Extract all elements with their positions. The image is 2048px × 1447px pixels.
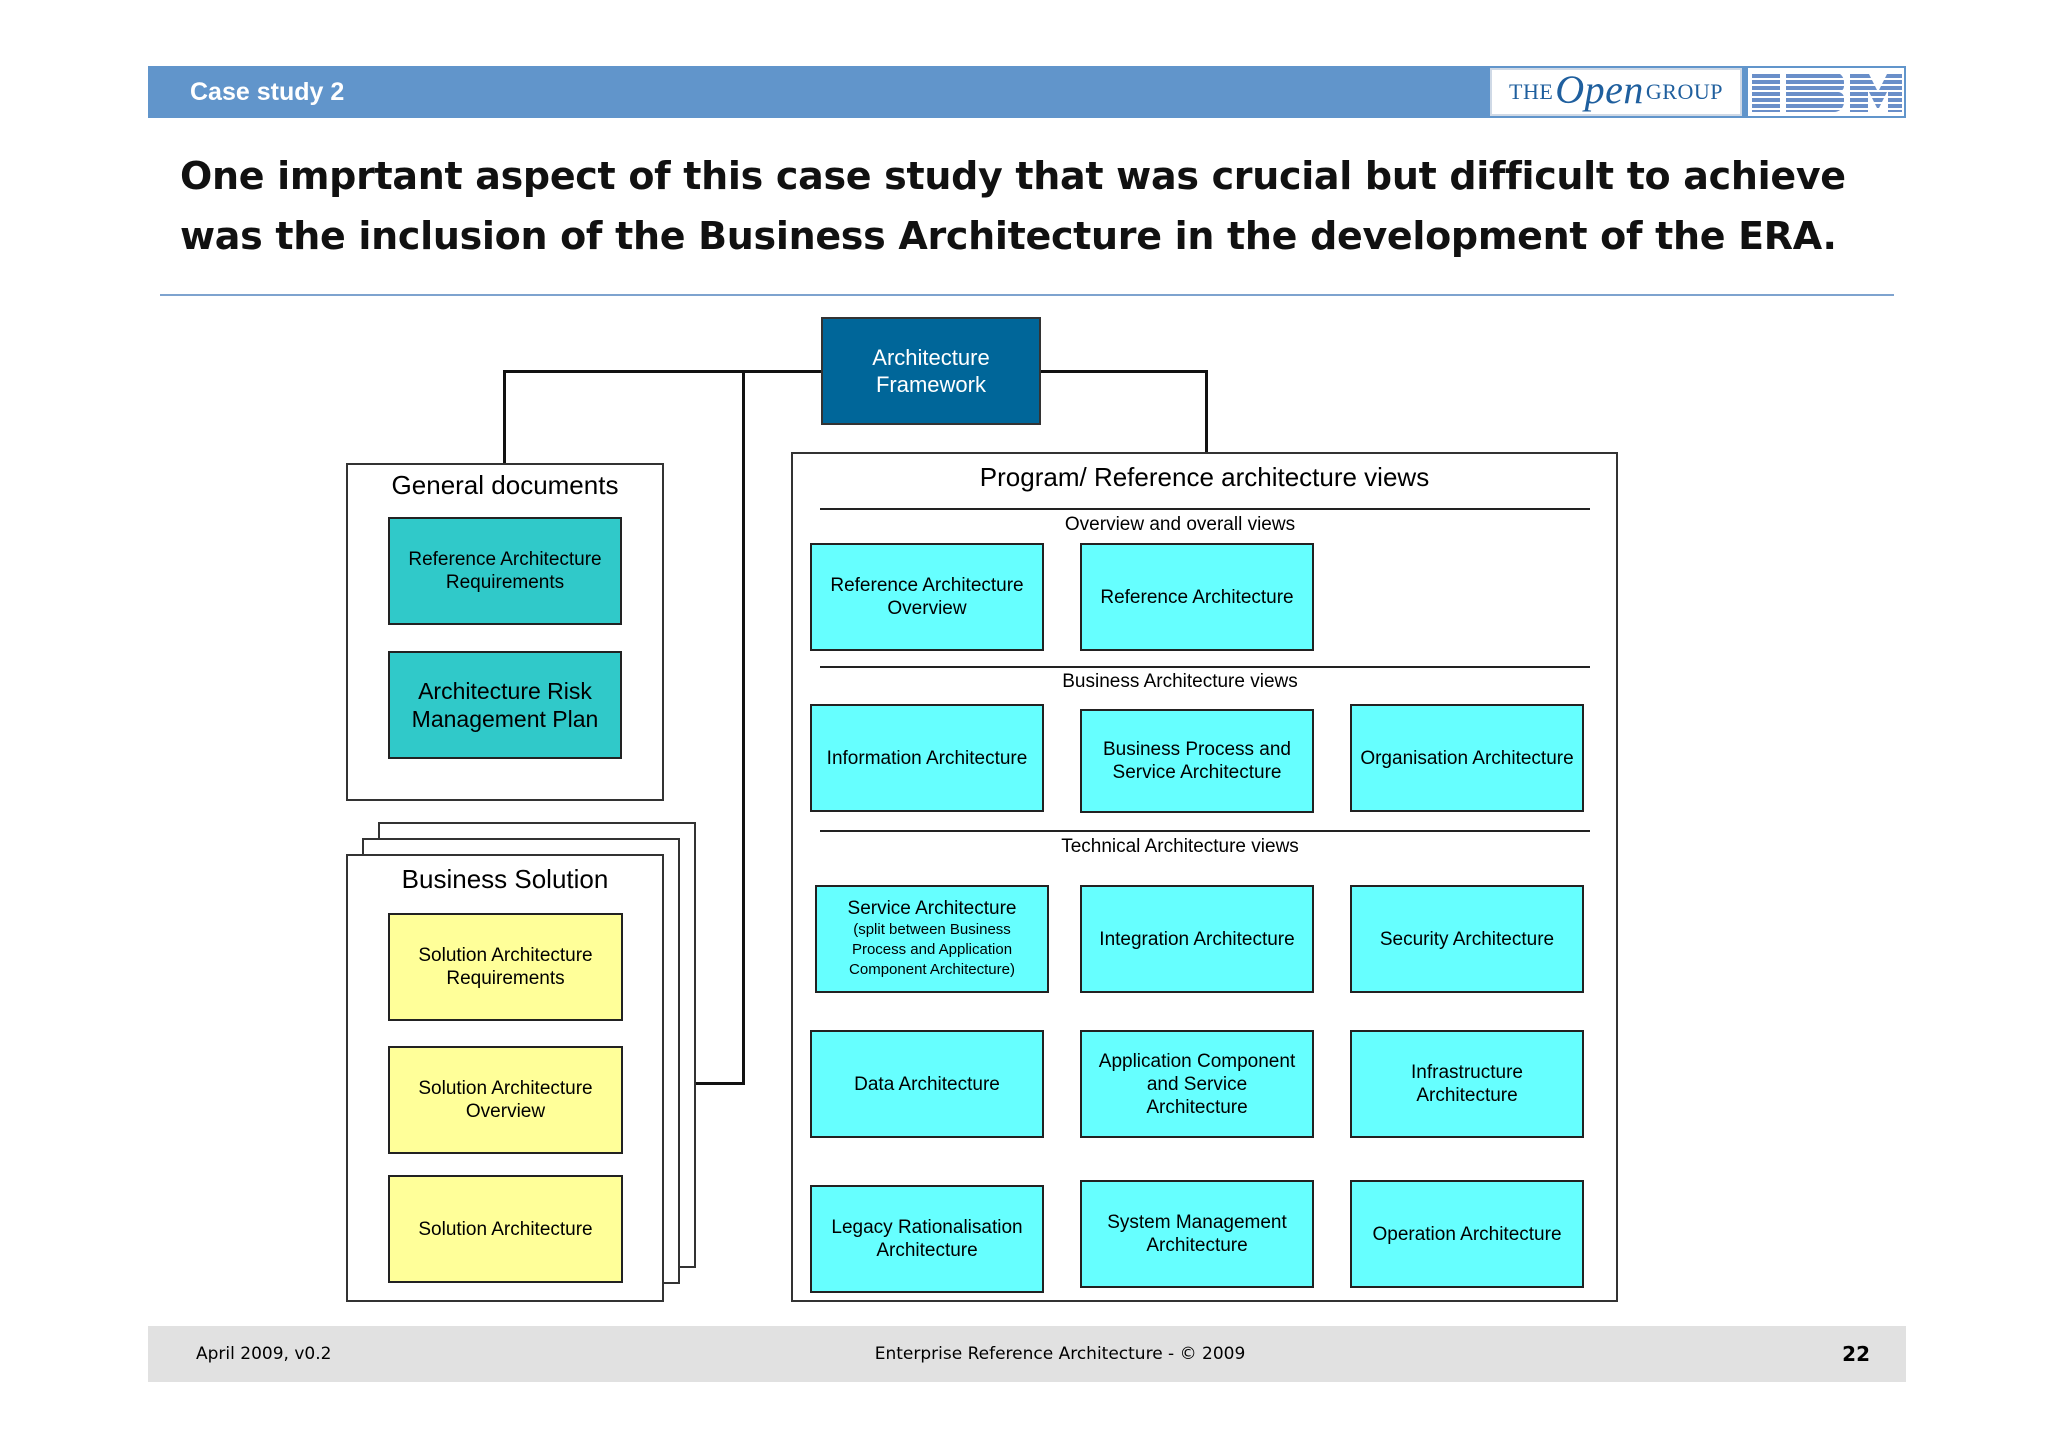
business-process-service-architecture-box: Business Process and Service Architectur… — [1080, 709, 1314, 813]
operation-architecture-box: Operation Architecture — [1350, 1180, 1584, 1288]
heading-divider — [160, 294, 1894, 296]
information-architecture-box: Information Architecture — [810, 704, 1044, 812]
connector-line — [1041, 370, 1208, 373]
reference-architecture-box: Reference Architecture — [1080, 543, 1314, 651]
slide-heading: One imprtant aspect of this case study t… — [180, 154, 1846, 258]
section-divider — [820, 666, 1590, 668]
solution-architecture-requirements-box: Solution Architecture Requirements — [388, 913, 623, 1021]
connector-line — [662, 1082, 745, 1085]
ibm-logo — [1748, 68, 1904, 116]
section-divider — [820, 508, 1590, 510]
service-architecture-note: (split between Business Process and Appl… — [849, 921, 1015, 978]
reference-architecture-requirements-box: Reference Architecture Requirements — [388, 517, 622, 625]
data-architecture-box: Data Architecture — [810, 1030, 1044, 1138]
application-component-service-architecture-box: Application Component and Service Archit… — [1080, 1030, 1314, 1138]
section-divider — [820, 830, 1590, 832]
connector-line — [503, 370, 506, 464]
system-management-architecture-box: System Management Architecture — [1080, 1180, 1314, 1288]
integration-architecture-box: Integration Architecture — [1080, 885, 1314, 993]
reference-architecture-overview-box: Reference Architecture Overview — [810, 543, 1044, 651]
infrastructure-architecture-box: Infrastructure Architecture — [1350, 1030, 1584, 1138]
business-architecture-views-label: Business Architecture views — [1062, 671, 1298, 692]
security-architecture-box: Security Architecture — [1350, 885, 1584, 993]
connector-line — [742, 370, 745, 1084]
solution-architecture-overview-box: Solution Architecture Overview — [388, 1046, 623, 1154]
business-solution-title: Business Solution — [401, 864, 609, 894]
service-architecture-title: Service Architecture — [847, 898, 1017, 919]
architecture-framework-box: Architecture Framework — [821, 317, 1041, 425]
page-number: 22 — [1842, 1342, 1870, 1366]
program-reference-views-title: Program/ Reference architecture views — [979, 462, 1430, 492]
overview-views-label: Overview and overall views — [1064, 514, 1296, 535]
legacy-rationalisation-architecture-box: Legacy Rationalisation Architecture — [810, 1185, 1044, 1293]
footer-date: April 2009, v0.2 — [196, 1344, 332, 1364]
footer-center-text: Enterprise Reference Architecture - © 20… — [874, 1344, 1246, 1364]
service-architecture-box: Service Architecture (split between Busi… — [815, 885, 1049, 993]
general-documents-title: General documents — [391, 470, 619, 500]
connector-line — [504, 370, 821, 373]
organisation-architecture-box: Organisation Architecture — [1350, 704, 1584, 812]
open-group-logo: THE Open GROUP — [1490, 68, 1742, 116]
technical-architecture-views-label: Technical Architecture views — [1061, 836, 1299, 857]
slide-section-title: Case study 2 — [190, 78, 345, 106]
solution-architecture-box: Solution Architecture — [388, 1175, 623, 1283]
architecture-risk-management-plan-box: Architecture Risk Management Plan — [388, 651, 622, 759]
connector-line — [1205, 370, 1208, 454]
footer-bar — [148, 1326, 1906, 1382]
